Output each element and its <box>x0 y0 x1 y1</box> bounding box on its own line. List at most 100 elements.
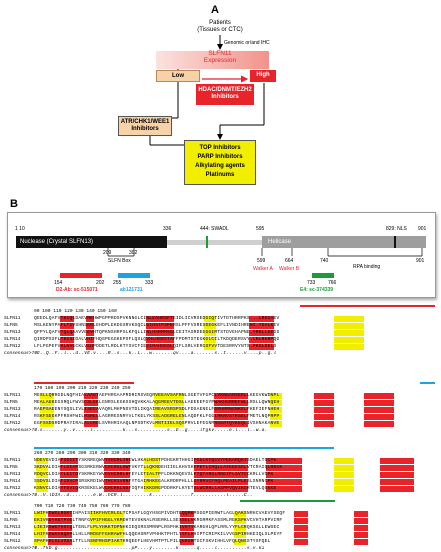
sequence-text: EKIVKDYHGTPVELTRNFGVPIFHGGLYKMDHTEVSKNAL… <box>34 518 434 524</box>
pos-901b: 901 <box>416 258 425 264</box>
position-ruler: 260 270 280 290 300 310 320 330 340 <box>34 451 131 456</box>
sequence-text: ..s.......y..v.....l..........k...s.....… <box>34 428 268 433</box>
pos-829: 829: NLS <box>386 226 407 232</box>
sequence-name: SLFN12 <box>4 486 21 491</box>
pos-664: 664 <box>285 258 294 264</box>
ab-d2-name: D2-Ab: sc-515071 <box>56 287 98 293</box>
position-ruler: 170 180 190 200 210 220 230 240 250 <box>34 386 131 391</box>
sequence-name: SLFN13 <box>4 472 21 477</box>
helicase-domain <box>262 236 426 248</box>
epitope-line-green <box>240 500 335 502</box>
panel-a-label: A <box>211 4 219 16</box>
position-ruler: 90 100 110 120 130 140 150 160 <box>34 309 117 314</box>
sequence-text: l..fkD.g.........................pP....y… <box>34 546 265 551</box>
sequence-name: SLFN11 <box>4 393 21 398</box>
sequence-name: SLFN14 <box>4 532 21 537</box>
sequence-text: SKDVALDIAFLDIAPSGSRKERWVCHCRSLHWFVKYTLLQ… <box>34 465 434 471</box>
sequence-name: SLFN14 <box>4 479 21 484</box>
swadl-marker <box>206 236 208 248</box>
sequence-name: consensus>70 <box>4 546 38 551</box>
sequence-name: consensus>70 <box>4 428 38 433</box>
sequence-text: EGFSSDSRDPRAYIRALALCRDLSVRHRIAAQLNPSDTKV… <box>34 421 434 427</box>
sequence-text: RAEPSAEENYSQSLIVLISEEAVAQRLMHPNSVTDLIKQA… <box>34 407 434 413</box>
epitope-line-red-1 <box>300 305 435 307</box>
pos-336: 336 <box>163 226 172 232</box>
ab-e4-end: 766 <box>328 280 337 286</box>
alignment-row: SLFN14 RSKFSEGKPFRSHFWILRSRELLAGRRESNRYVL… <box>4 414 438 420</box>
alignment-row: SLFN13 RAEPSAEENYSQSLIVLISEEAVAQRLMHPNSVT… <box>4 407 438 413</box>
epitope-line-blue-2 <box>34 447 334 449</box>
sequence-name: SLFN12 <box>4 539 21 544</box>
linker-region <box>167 240 262 245</box>
high-box: High <box>250 70 276 82</box>
ab-e4-name: E4: sc-374339 <box>300 287 334 293</box>
nls-marker <box>394 236 396 248</box>
sequence-name: SLFN11 <box>4 511 21 516</box>
ab-d2-end: 202 <box>96 280 105 286</box>
panel-b-label: B <box>10 198 18 210</box>
sequence-name: SLFN12 <box>4 421 21 426</box>
sequence-name: consensus>70 <box>4 493 38 498</box>
patients-text: Patients (Tissues or CTC) <box>197 20 243 33</box>
sequence-text: ...V.lDIA..d........e.W..hCR.l.........k… <box>34 493 253 498</box>
pos-599: 599 <box>257 258 266 264</box>
ab-e4-start: 733 <box>307 280 316 286</box>
sequence-name: SLFN5 <box>4 400 18 405</box>
sequence-text: RDQVCLDIAYLGITDYSKRKEYWVCVHCRRLHFEYLETIA… <box>34 472 434 478</box>
pos-302: 302 <box>129 250 138 256</box>
therapies-box: TOP Inhibitors PARP Inhibitors Alkylatin… <box>184 140 256 185</box>
ab-d2-start: 154 <box>54 280 63 286</box>
sequence-name: SLFN13 <box>4 330 21 335</box>
alignment-row: SLFN12 EGFSSDSRDPRAYIRALALCRDLSVRHRIAAQLN… <box>4 421 438 427</box>
sequence-text: MEALAEKEGSRQLFWVSCSLEKLGNRSLEGKSSHQVKKAL… <box>34 400 434 406</box>
position-ruler: 700 710 720 730 740 750 760 770 780 <box>34 504 131 509</box>
ab121731-name: ab121731 <box>120 287 143 293</box>
pos-209: 209 <box>103 250 112 256</box>
walker-a-label: Walker A <box>253 266 273 272</box>
alignment-row: consensus>70.E..Q..F..l...d..VE.v....R..… <box>4 351 438 357</box>
epitope-line-blue-1 <box>420 382 435 384</box>
nuclease-label: Nuclease (Crystal SLFN13) <box>20 239 94 245</box>
pos-1-10: 1 10 <box>15 226 25 232</box>
sequence-name: SLFN13 <box>4 407 21 412</box>
slfn11-title: SLFN11 Expression <box>180 50 260 64</box>
slfn11-line2: Expression <box>203 57 237 64</box>
sequence-text: MSLKENYPAFLTIVSHNSERLEHDPLEKDGSRVKSQCLEI… <box>34 323 434 329</box>
sequence-text: .E..Q..F..l...d..VE.v....R..s...k..L...w… <box>34 351 277 356</box>
sequence-name: SLFN11 <box>4 458 21 463</box>
alignment-row: SLFN5 SKDVALDIAFLDIAPSGSRKERWVCHCRSLHWFVK… <box>4 465 438 471</box>
ab121731-end: 333 <box>145 280 154 286</box>
hdac-inhibitors-box: HDAC/DNMT/EZH2 Inhibitors <box>196 84 254 105</box>
sequence-name: consensus>70 <box>4 351 38 356</box>
sequence-name: SLFN5 <box>4 518 18 523</box>
alignment-row: SLFN14 SSDVSLDIAFIDVCPSRSKRDIWVTHCRIVRNFY… <box>4 479 438 485</box>
ab121731-start: 255 <box>113 280 122 286</box>
slfn11-line1: SLFN11 <box>208 50 232 57</box>
atr-inhibitors-box: ATR/CHK1/WEE1 Inhibitors <box>118 116 172 136</box>
alignment-row: SLFN5 EKIVKDYHGTPVELTRNFGVPIFHGGLYKMDHTEV… <box>4 518 438 524</box>
walker-b-label: Walker B <box>279 266 300 272</box>
sequence-text: SSDVSLDIAFIDVCPSRSKRDIWVTHCRIVRNFYTGAIRH… <box>34 479 434 485</box>
alignment-row: consensus>70..s.......y..v.....l........… <box>4 428 438 434</box>
rpa-binding-label: RPA binding <box>353 264 381 270</box>
pos-901: 901 <box>418 226 427 232</box>
sequence-name: SLFN14 <box>4 337 21 342</box>
sequence-name: SLFN14 <box>4 414 21 419</box>
sequence-text: RSKFSEGKPFRSHFWILRSRELLAGRRESNRYVLTKELYK… <box>34 414 434 420</box>
sequence-name: SLFN5 <box>4 465 18 470</box>
sequence-text: LHIFKDWGVNQDPLLHLLRRDGFFGHRAWFHLQQEHSRFV… <box>34 532 434 538</box>
slfn11-expression-bar <box>156 51 269 69</box>
genomic-text: Genomic or/and IHC <box>224 40 270 46</box>
alignment-row: SLFN13 RDQVCLDIAYLGITDYSKRKEYWVCVHCRRLHFE… <box>4 472 438 478</box>
sequence-text: QIRDPSSFLTKISIDALVHIFHQSPEGGKEPSFLQSLQVH… <box>34 337 434 343</box>
